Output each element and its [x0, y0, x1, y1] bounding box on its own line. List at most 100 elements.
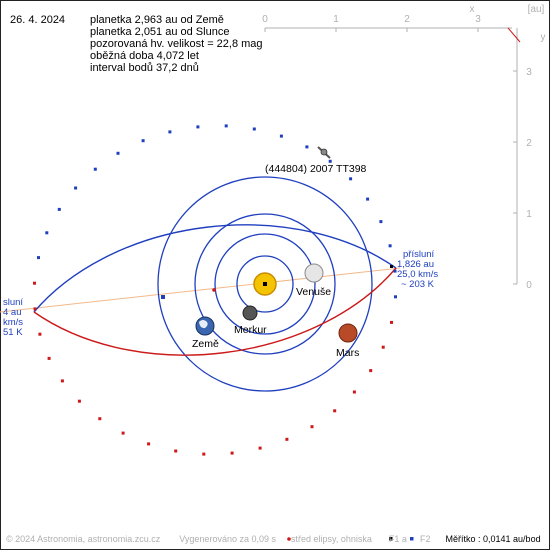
orbit-point	[310, 425, 314, 429]
orbit-point	[168, 130, 172, 134]
asteroid-orbit-far	[33, 224, 397, 313]
x-tick-label: 3	[475, 14, 481, 25]
y-tick-label: 0	[526, 280, 532, 291]
orbit-point	[121, 431, 125, 435]
orbit-point	[349, 177, 353, 181]
axis-unit-label: [au]	[528, 4, 545, 15]
legend-f1-marker	[389, 537, 393, 541]
y-axis-label: y	[541, 32, 546, 43]
orbit-point	[116, 151, 120, 155]
orbit-point	[305, 145, 309, 149]
footer-generated: Vygenerováno za 0,09 s	[179, 534, 276, 544]
asteroid-name-label: (444804) 2007 TT398	[265, 163, 367, 175]
date-label: 26. 4. 2024	[10, 14, 66, 26]
legend-f2-marker	[410, 537, 414, 541]
orbit-point	[333, 409, 337, 413]
orbit-point	[390, 320, 393, 324]
mercury-orbit	[236, 255, 294, 313]
x-tick-label: 0	[262, 14, 268, 25]
ellipse-center-marker	[161, 295, 165, 299]
footer-legend-f2: F2	[419, 534, 431, 544]
y-tick-label: 2	[526, 138, 532, 149]
orbit-point	[352, 390, 356, 394]
orbit-point	[98, 417, 102, 421]
footer-legend-f1: F1 a	[388, 534, 407, 544]
aphelion-info: sluní 4 au km/s 51 K	[3, 297, 23, 338]
info-interval: interval bodů 37,2 dnů	[90, 62, 199, 74]
footer: © 2024 Astronomia, astronomia.zcu.cz Vyg…	[6, 534, 541, 544]
aphelion-title: sluní	[3, 297, 23, 308]
orbit-point	[285, 437, 289, 441]
orbit-point	[394, 295, 397, 299]
info-earth-distance: planetka 2,963 au od Země	[90, 14, 224, 26]
mars-orbit	[157, 176, 373, 392]
perihelion-marker	[390, 265, 393, 268]
orbit-point	[45, 231, 49, 235]
orbit-point	[369, 369, 373, 373]
asteroid-icon	[317, 146, 331, 159]
orbit-point	[93, 167, 97, 171]
orbit-point	[38, 332, 42, 336]
footer-scale: Měřítko : 0,0141 au/bod	[445, 534, 541, 544]
mars-icon	[338, 323, 358, 343]
x-tick-label: 1	[333, 14, 339, 25]
orbit-point	[252, 127, 256, 131]
apsis-line	[0, 267, 401, 313]
legend-center-marker	[287, 537, 291, 541]
aphelion-distance: 4 au	[3, 307, 22, 318]
x-axis-ticks	[264, 28, 479, 32]
asteroid-orbit-near	[33, 267, 397, 356]
info-sun-distance: planetka 2,051 au od Slunce	[90, 26, 230, 38]
orbit-point	[174, 449, 178, 453]
x-axis-label: x	[470, 4, 475, 15]
orbit-point	[57, 207, 61, 211]
orbit-point	[196, 125, 200, 129]
orbit-point	[77, 399, 81, 403]
orbit-point-markers	[33, 124, 397, 456]
orbit-point	[366, 197, 370, 201]
perihelion-temperature: ~ 203 K	[401, 279, 435, 290]
venus-icon	[304, 263, 324, 283]
orbit-point	[279, 134, 283, 138]
aphelion-temperature: 51 K	[3, 327, 23, 338]
orbit-point	[60, 379, 64, 383]
earth-label: Země	[192, 338, 219, 350]
orbit-point	[379, 220, 383, 224]
orbit-point	[224, 124, 228, 128]
earth-orbit	[194, 213, 336, 355]
footer-copyright: © 2024 Astronomia, astronomia.zcu.cz	[6, 534, 161, 544]
perihelion-distance: 1,826 au	[397, 259, 434, 270]
orbit-point	[33, 281, 36, 285]
orbit-point	[388, 244, 392, 248]
sun-center-marker	[263, 282, 267, 286]
aphelion-speed: km/s	[3, 317, 23, 328]
orbit-point	[74, 186, 78, 190]
orbit-point	[47, 356, 51, 360]
perihelion-info: přísluní 1,826 au 25,0 km/s ~ 203 K	[397, 249, 438, 290]
earth-cloud-detail	[199, 320, 208, 329]
info-magnitude: pozorovaná hv. velikost = 22,8 mag	[90, 38, 263, 50]
mercury-label: Merkur	[234, 324, 267, 336]
orbit-point	[141, 139, 145, 143]
orbit-point	[37, 256, 40, 260]
mars-label: Mars	[336, 347, 359, 359]
info-panel: planetka 2,963 au od Země planetka 2,051…	[90, 14, 263, 74]
info-period: oběžná doba 4,072 let	[90, 50, 199, 62]
off-axis-orbit-segment	[507, 27, 521, 43]
perihelion-speed: 25,0 km/s	[397, 269, 438, 280]
perihelion-title: přísluní	[403, 249, 435, 260]
orbit-point	[328, 159, 332, 163]
orbit-point	[147, 442, 151, 446]
orbit-point	[202, 452, 206, 456]
venus-label: Venuše	[296, 286, 331, 298]
y-axis-ticks	[513, 70, 517, 285]
footer-legend-center: střed elipsy, ohniska	[291, 534, 372, 544]
orbit-point	[33, 307, 37, 311]
mercury-icon	[242, 305, 258, 321]
orbit-point	[258, 446, 262, 450]
x-tick-label: 2	[404, 14, 410, 25]
y-tick-label: 3	[526, 67, 532, 78]
y-tick-label: 1	[526, 209, 532, 220]
orbit-point	[393, 269, 397, 273]
